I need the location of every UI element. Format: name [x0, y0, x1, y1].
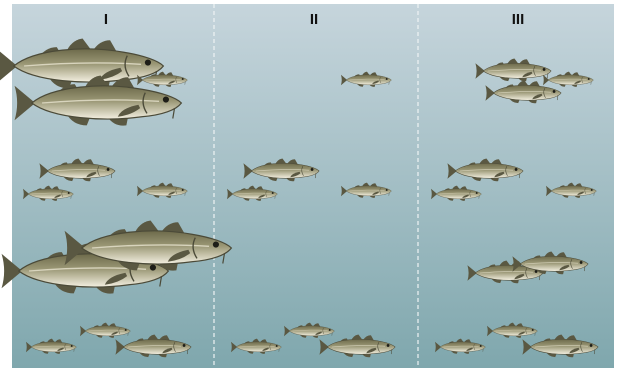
- fish-icon: [542, 71, 594, 87]
- fish-icon: [230, 338, 282, 354]
- fish-icon: [485, 80, 562, 104]
- fish-icon: [486, 322, 538, 338]
- fish-icon: [447, 158, 524, 182]
- fish-icon: [430, 185, 482, 201]
- fish-icon: [283, 322, 335, 338]
- fish-icon: [79, 322, 131, 338]
- fish-icon: [512, 251, 589, 275]
- fish-icon: [115, 334, 192, 358]
- panel-label-iii: III: [512, 11, 525, 28]
- fish-icon: [545, 182, 597, 198]
- fish-icon: [226, 185, 278, 201]
- fish-icon: [25, 338, 77, 354]
- fish-icon: [340, 182, 392, 198]
- panel-label-ii: II: [310, 11, 318, 28]
- fish-icon: [39, 158, 116, 182]
- fish-icon: [22, 185, 74, 201]
- panel-label-i: I: [104, 11, 108, 28]
- fish-icon: [136, 71, 188, 87]
- fish-icon: [434, 338, 486, 354]
- fish-icon: [136, 182, 188, 198]
- fish-icon: [319, 334, 396, 358]
- fish-icon: [243, 158, 320, 182]
- fish-layer: [0, 38, 599, 358]
- fish-icon: [340, 71, 392, 87]
- fish-icon: [14, 75, 183, 126]
- fish-icon: [475, 58, 552, 82]
- fish-icon: [64, 220, 233, 271]
- fish-icon: [522, 334, 599, 358]
